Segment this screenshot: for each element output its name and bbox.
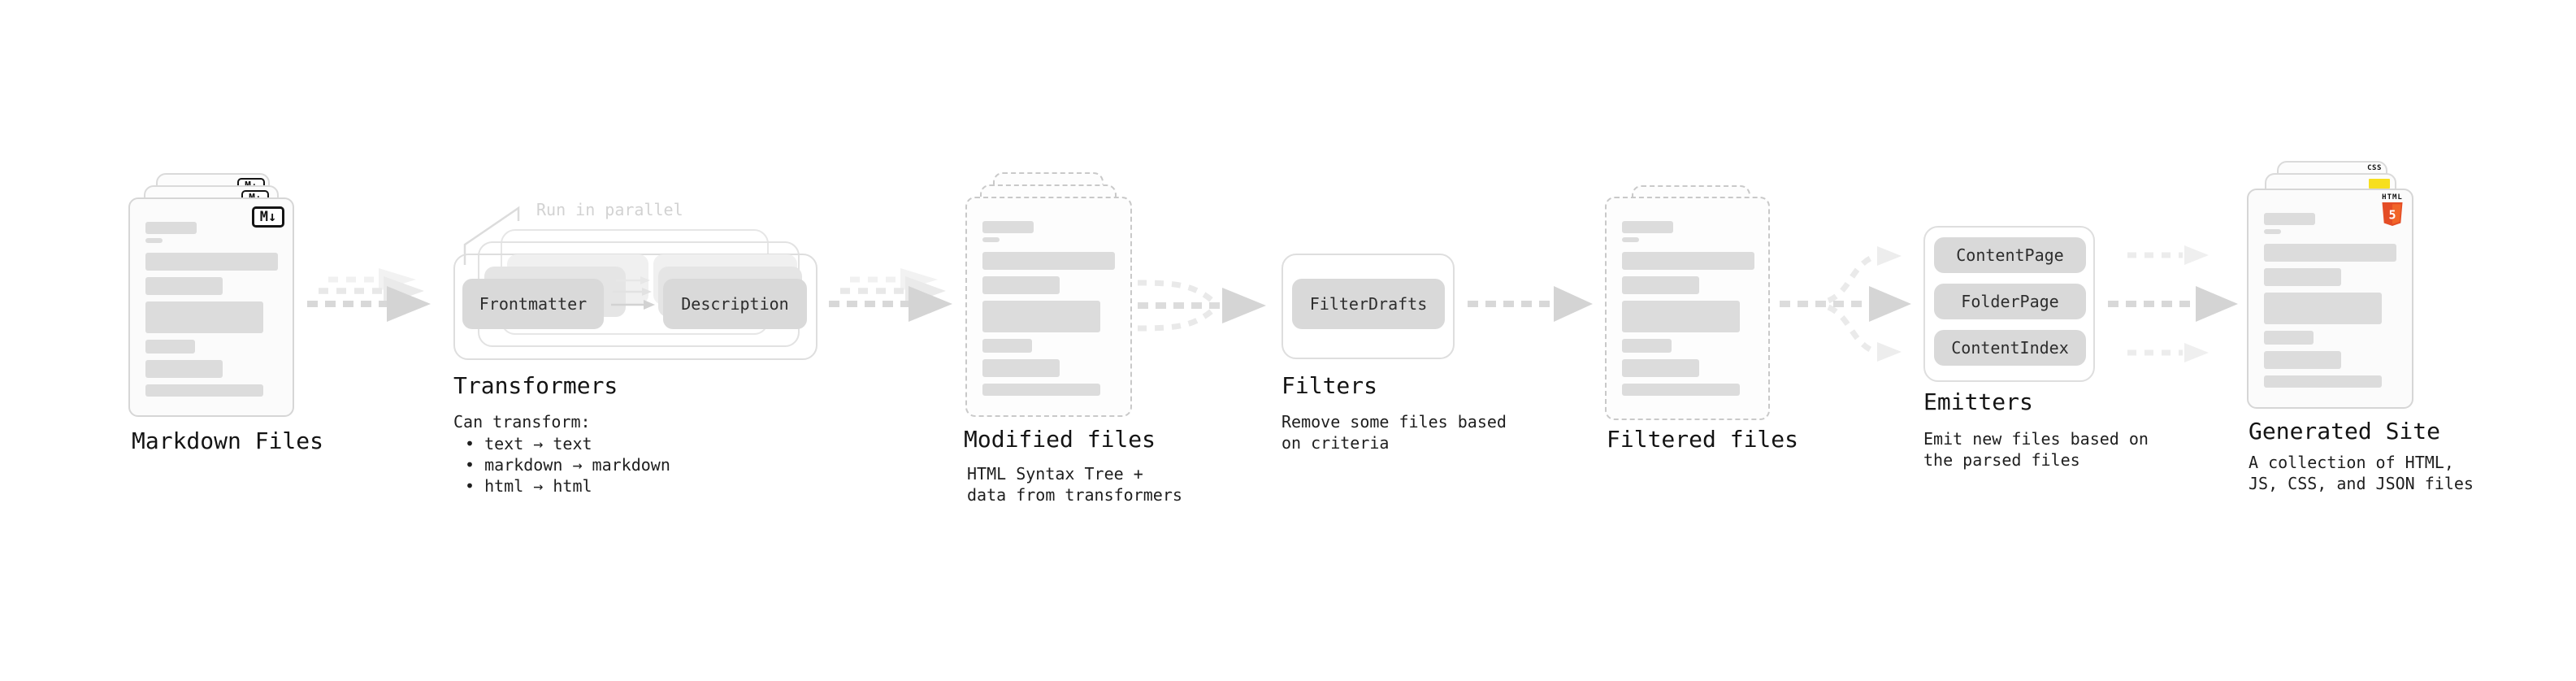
flow-arrow-filters-to-filtered [1468,286,1593,322]
css-badge-text: CSS [2367,164,2382,172]
stage-label-modified-files: Modified files [964,426,1156,453]
placeholder-bar [1622,384,1740,396]
stage-label-filtered-files: Filtered files [1607,426,1799,453]
placeholder-bar [982,237,1000,242]
placeholder-bar [982,384,1100,396]
transformers-desc-title: Can transform: [453,412,591,432]
stage-label-filters: Filters [1281,372,1378,399]
placeholder-bar [982,359,1060,377]
placeholder-bar [1622,237,1639,242]
html5-word: HTML [2382,193,2403,202]
js-icon [2369,179,2390,189]
transformers-bullet: • text → text [465,434,592,453]
placeholder-bar [982,339,1032,353]
stage-label-transformers: Transformers [453,372,618,399]
placeholder-bar [145,238,163,243]
stage-label-emitters: Emitters [1923,388,2033,415]
placeholder-bar [1622,301,1740,332]
placeholder-bar [2264,375,2382,388]
placeholder-bar [982,301,1100,332]
stage-label-generated-site: Generated Site [2249,418,2441,445]
placeholder-bar [145,222,197,234]
placeholder-bar [145,253,278,271]
emitters-desc-line1: Emit new files based on [1923,429,2149,449]
placeholder-bar [145,277,223,295]
placeholder-bar [1622,221,1673,233]
emitter-contentpage: ContentPage [1934,237,2086,273]
placeholder-bar [145,384,263,397]
stage-label-markdown-files: Markdown Files [132,427,324,454]
emitters-desc-line2: the parsed files [1923,450,2080,470]
emitter-contentindex: ContentIndex [1934,330,2086,366]
html5-icon: HTML 5 [2381,193,2404,226]
placeholder-bar [982,252,1115,270]
generated-desc-line2: JS, CSS, and JSON files [2249,474,2474,493]
modified-desc-line1: HTML Syntax Tree + [967,464,1143,484]
placeholder-bar [2264,229,2281,234]
placeholder-bar [982,221,1034,233]
placeholder-bar [2264,213,2315,225]
svg-text:5: 5 [2388,208,2396,223]
placeholder-bar [2264,244,2396,262]
modified-desc-line2: data from transformers [967,485,1182,505]
html5-shield: 5 [2382,202,2403,226]
transformer-frontmatter: Frontmatter [462,279,604,329]
modified-file-card [965,197,1132,417]
transformers-bullet: • markdown → markdown [465,455,670,475]
generated-desc-line1: A collection of HTML, [2249,453,2454,472]
placeholder-bar [1622,252,1754,270]
placeholder-bar [2264,293,2382,324]
emitter-folderpage: FolderPage [1934,284,2086,319]
transformer-description: Description [663,279,807,329]
flow-arrow-markdown-to-transformers [307,268,431,322]
markdown-icon: M↓ [252,206,284,228]
parallel-arrows-icon [611,276,655,310]
placeholder-bar [145,340,195,354]
placeholder-bar [1622,359,1699,377]
placeholder-bar [1622,339,1672,353]
placeholder-bar [145,360,223,378]
split-arrow-filtered-to-emitters [1780,246,1911,362]
flow-arrows-emitters-to-generated [2108,245,2238,362]
filters-desc-line2: on criteria [1281,433,1390,453]
filter-filterdrafts: FilterDrafts [1292,279,1445,329]
transformers-bullet: • html → html [465,476,592,496]
filters-desc-line1: Remove some files based [1281,412,1507,432]
placeholder-bar [145,301,263,333]
placeholder-bar [2264,351,2341,369]
markdown-file-card: M↓ [128,197,294,417]
placeholder-bar [982,276,1060,294]
placeholder-bar [2264,331,2314,345]
generated-site-card: HTML 5 [2247,189,2413,409]
flow-arrow-transformers-to-modified [829,268,952,322]
placeholder-bar [1622,276,1699,294]
run-in-parallel-callout: Run in parallel [536,200,683,219]
merge-arrow-modified-to-filters [1137,280,1266,332]
placeholder-bar [2264,268,2341,286]
filtered-file-card [1605,197,1770,420]
